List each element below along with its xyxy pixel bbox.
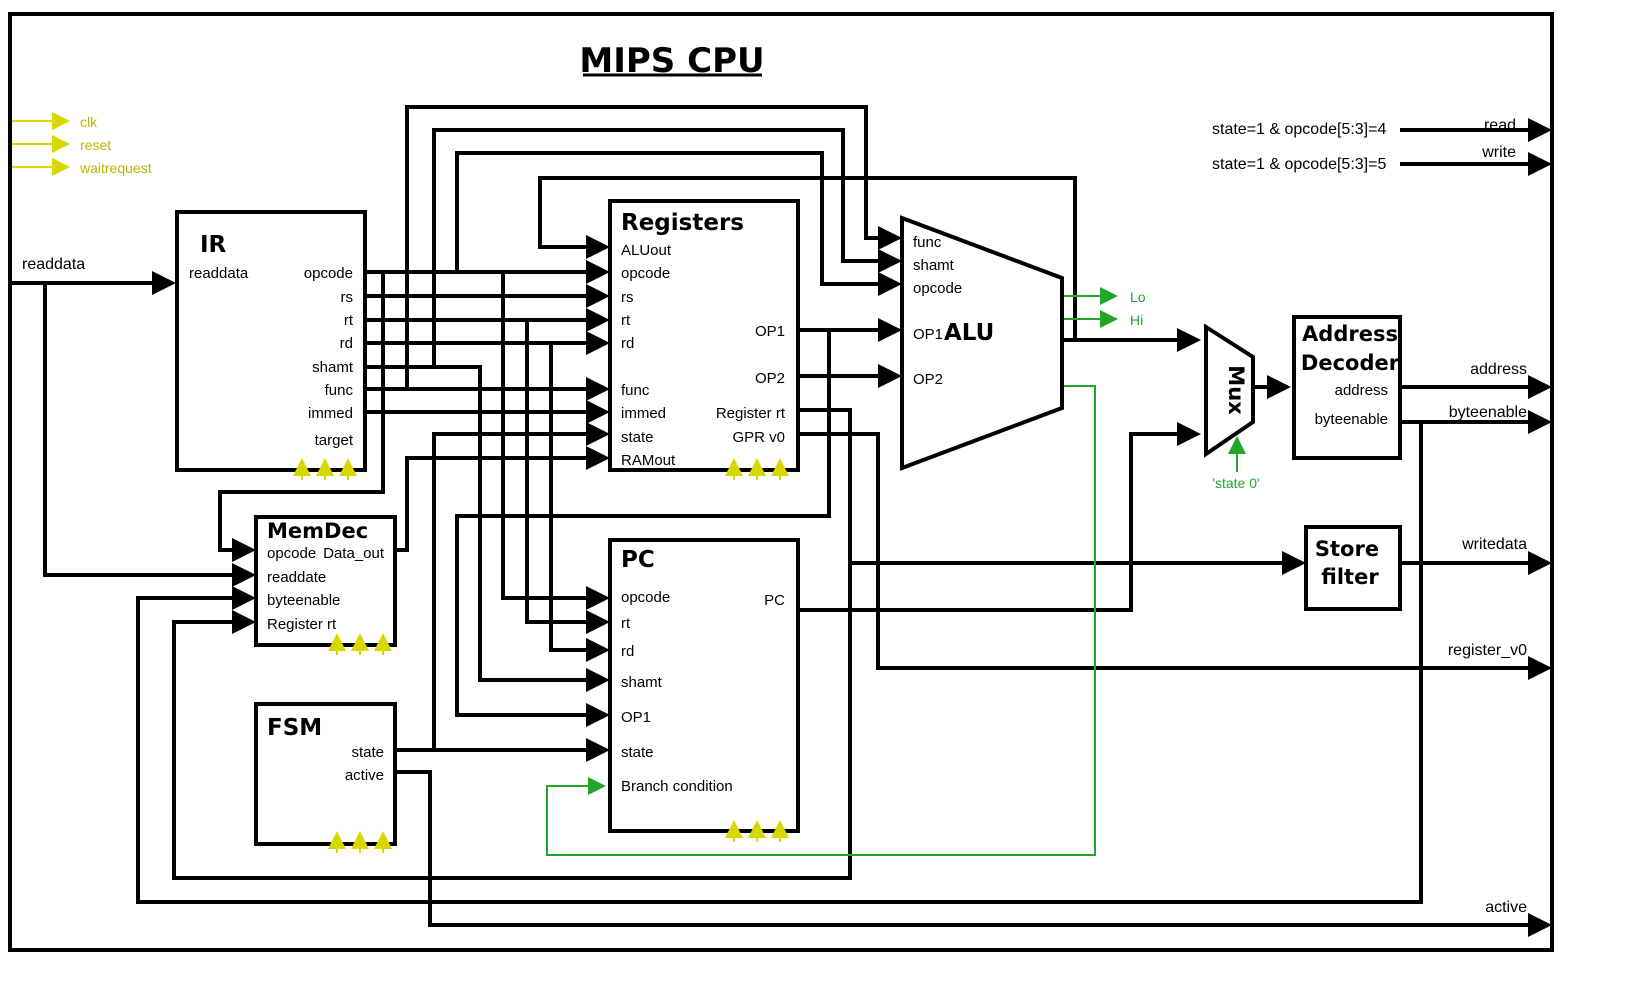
byteenable-output-label: byteenable: [1449, 404, 1527, 421]
registers-rs-port: rs: [621, 289, 634, 306]
alu-lo-output: Lo: [1130, 289, 1146, 305]
clock-markers: [293, 458, 789, 853]
address-decoder-byteenable-port: byteenable: [1315, 411, 1388, 428]
mux-select-label: 'state 0': [1212, 475, 1259, 491]
registers-state-port: state: [621, 429, 654, 446]
ir-target-port: target: [315, 432, 354, 449]
pc-branch-condition-port: Branch condition: [621, 778, 733, 795]
memdec-byteenable-port: byteenable: [267, 592, 340, 609]
read-output-label: read: [1484, 117, 1516, 134]
store-filter-block: Store filter: [1304, 525, 1402, 611]
pc-output-port: PC: [764, 592, 785, 609]
alu-opcode-port: opcode: [913, 280, 962, 297]
address-output-label: address: [1470, 361, 1527, 378]
ir-immed-port: immed: [308, 405, 353, 422]
memdec-block: MemDec opcode Data_out readdate byteenab…: [254, 515, 397, 647]
fsm-active-port: active: [345, 767, 384, 784]
registers-ramout-port: RAMout: [621, 452, 676, 469]
alu-func-port: func: [913, 234, 942, 251]
address-decoder-title-line2: Decoder: [1301, 351, 1400, 375]
mux-title: Mux: [1224, 365, 1248, 415]
mux-block: Mux 'state 0': [1204, 323, 1260, 491]
reset-label: reset: [80, 137, 111, 153]
registers-register-rt-port: Register rt: [716, 405, 786, 422]
ir-opcode-port: opcode: [304, 265, 353, 282]
registers-aluout-port: ALUout: [621, 242, 672, 259]
fsm-block: FSM state active: [254, 702, 397, 846]
pc-state-port: state: [621, 744, 654, 761]
address-decoder-block: Address Decoder address byteenable: [1292, 315, 1402, 460]
registers-opcode-port: opcode: [621, 265, 670, 282]
pc-shamt-port: shamt: [621, 674, 663, 691]
ir-shamt-port: shamt: [312, 359, 354, 376]
write-output-label: write: [1481, 144, 1516, 161]
memdec-readdate-port: readdate: [267, 569, 326, 586]
readdata-input-label: readdata: [22, 256, 85, 273]
alu-title: ALU: [944, 320, 994, 346]
alu-op1-port: OP1: [913, 326, 943, 343]
writedata-output-label: writedata: [1461, 536, 1527, 553]
alu-hi-output: Hi: [1130, 312, 1143, 328]
ir-rt-port: rt: [344, 312, 354, 329]
memdec-opcode-port: opcode: [267, 545, 316, 562]
registers-title: Registers: [621, 210, 744, 236]
ir-rd-port: rd: [340, 335, 353, 352]
pc-rd-port: rd: [621, 643, 634, 660]
pc-block: PC opcode rt rd shamt OP1 state Branch c…: [608, 538, 800, 833]
address-decoder-address-port: address: [1335, 382, 1388, 399]
write-condition-label: state=1 & opcode[5:3]=5: [1212, 156, 1386, 173]
cpu-boundary: [8, 12, 1554, 952]
pc-op1-port: OP1: [621, 709, 651, 726]
alu-op2-port: OP2: [913, 371, 943, 388]
store-filter-title-line2: filter: [1321, 565, 1379, 589]
registers-op2-port: OP2: [755, 370, 785, 387]
alu-block: func shamt opcode OP1 ALU OP2 Lo Hi: [900, 215, 1146, 471]
registers-func-port: func: [621, 382, 650, 399]
fsm-title: FSM: [267, 715, 322, 741]
active-output-label: active: [1485, 899, 1527, 916]
address-decoder-title-line1: Address: [1302, 322, 1398, 346]
memdec-data-out-port: Data_out: [323, 545, 385, 562]
registers-gpr-v0-port: GPR v0: [732, 429, 785, 446]
pc-title: PC: [621, 547, 655, 573]
ir-readdata-port: readdata: [189, 265, 249, 282]
pc-rt-port: rt: [621, 615, 631, 632]
memdec-register-rt-port: Register rt: [267, 616, 337, 633]
register-v0-output-label: register_v0: [1448, 642, 1527, 659]
store-filter-title-line1: Store: [1315, 537, 1379, 561]
registers-rd-port: rd: [621, 335, 634, 352]
clk-label: clk: [80, 114, 98, 130]
waitrequest-label: waitrequest: [79, 160, 152, 176]
pc-opcode-port: opcode: [621, 589, 670, 606]
fsm-state-port: state: [351, 744, 384, 761]
memdec-title: MemDec: [267, 519, 368, 543]
ir-rs-port: rs: [341, 289, 354, 306]
ir-block: IR readdata opcode rs rt rd shamt func i…: [175, 210, 367, 472]
registers-block: Registers ALUout opcode rs rt rd func im…: [608, 199, 800, 472]
registers-rt-port: rt: [621, 312, 631, 329]
registers-immed-port: immed: [621, 405, 666, 422]
ir-func-port: func: [325, 382, 354, 399]
alu-shamt-port: shamt: [913, 257, 955, 274]
ir-title: IR: [200, 232, 227, 258]
read-condition-label: state=1 & opcode[5:3]=4: [1212, 121, 1386, 138]
wires: [12, 105, 1552, 937]
registers-op1-port: OP1: [755, 323, 785, 340]
